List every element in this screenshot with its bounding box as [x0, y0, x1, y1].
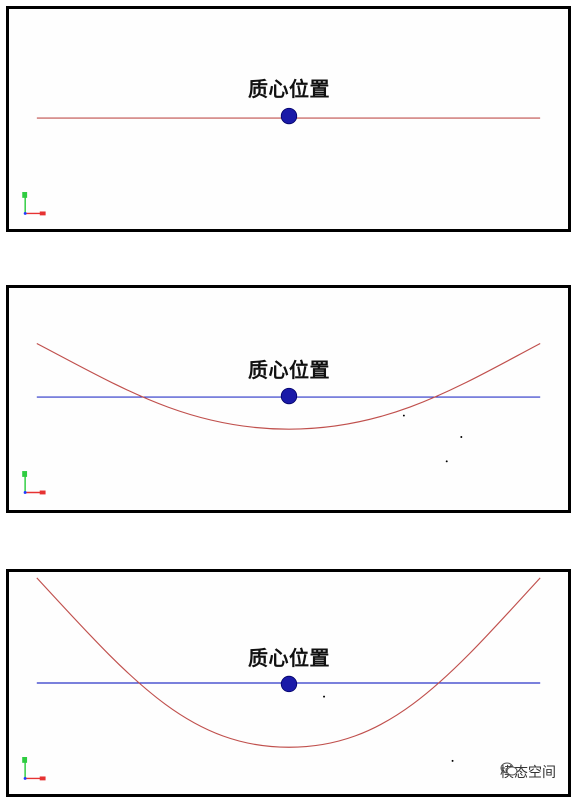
center-of-mass-label: 质心位置	[248, 646, 330, 670]
panel-2: 质心位置	[6, 285, 571, 513]
center-of-mass-marker	[280, 675, 298, 693]
center-of-mass-marker	[280, 107, 298, 125]
triad-axis-icon	[22, 471, 46, 495]
triad-axis-icon	[22, 757, 46, 781]
deflection-curve	[36, 577, 541, 748]
center-of-mass-marker	[280, 387, 298, 405]
deflection-curve	[36, 342, 541, 430]
panel-1: 质心位置	[6, 6, 571, 232]
center-of-mass-label: 质心位置	[248, 358, 330, 382]
panel-3: 质心位置 模态空间	[6, 569, 571, 797]
center-of-mass-label: 质心位置	[248, 77, 330, 101]
panel-1-drawing	[22, 107, 541, 216]
panel-3-drawing	[22, 577, 541, 781]
triad-axis-icon	[22, 192, 46, 216]
speck	[323, 695, 326, 698]
panel-2-drawing	[22, 342, 541, 495]
speck	[402, 414, 405, 417]
speck	[460, 436, 463, 438]
speck	[445, 460, 448, 463]
speck	[451, 759, 454, 762]
wechat-icon	[500, 762, 518, 776]
watermark: 模态空间	[500, 762, 556, 782]
